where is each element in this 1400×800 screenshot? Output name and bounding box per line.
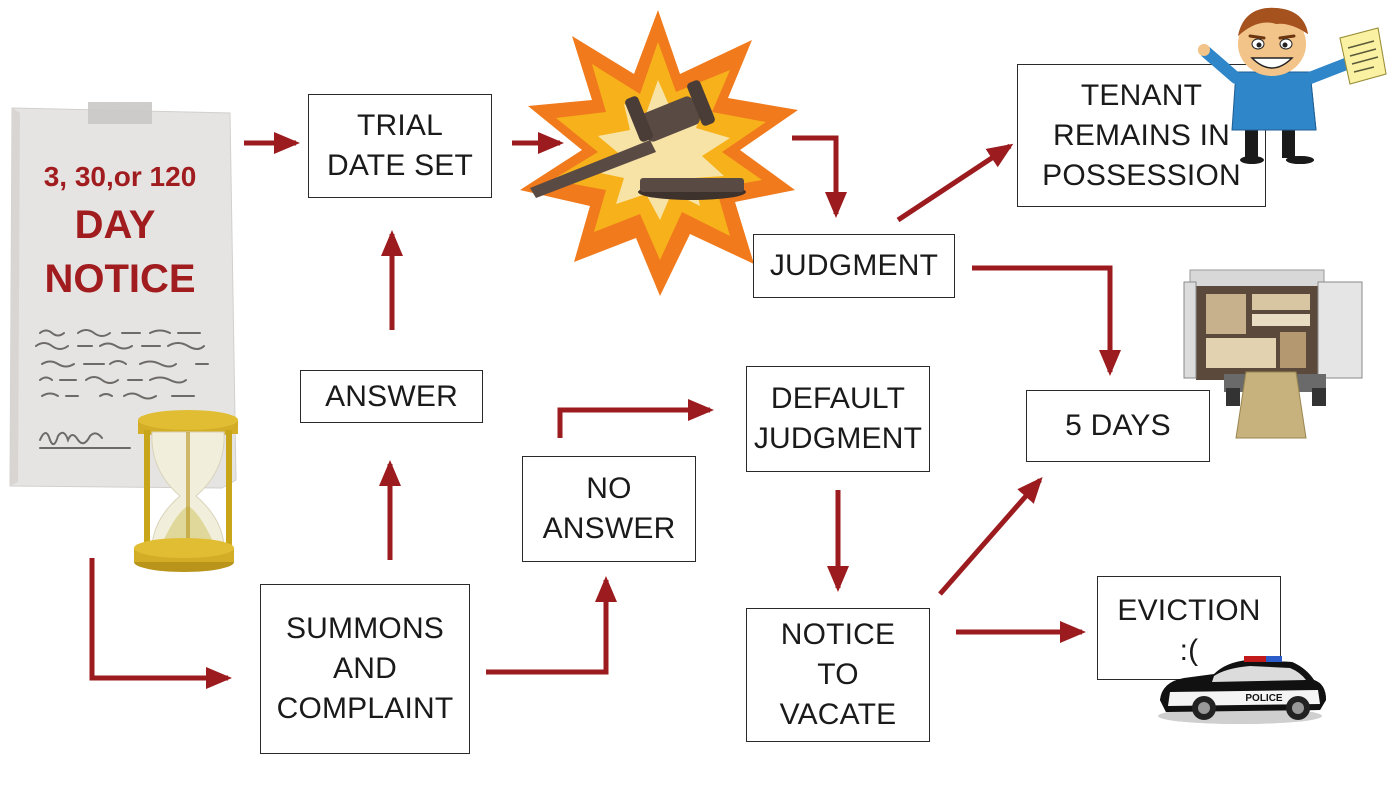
moving-truck-icon [1183, 269, 1363, 439]
box-default-judgment: DEFAULT JUDGMENT [746, 366, 930, 472]
box-trial-date-set: TRIAL DATE SET [308, 94, 492, 198]
tape-strip [88, 102, 152, 124]
box-text-line: 5 DAYS [1065, 409, 1171, 442]
arrow-gavel-to-judgment [792, 135, 847, 218]
notice-day-text: DAY [75, 203, 156, 247]
box-text-line: VACATE [779, 698, 897, 731]
box-summons-and-complaint: SUMMONS AND COMPLAINT [260, 584, 470, 754]
box-no-answer: NO ANSWER [522, 456, 696, 562]
arrow-vacate-to-5days [938, 476, 1043, 596]
arrow-summons-to-no-answer [486, 576, 617, 675]
box-text-line: POSSESSION [1042, 158, 1241, 192]
box-text-line: :( [1179, 634, 1199, 667]
arrows [89, 132, 1121, 689]
notice-paper-icon: 3, 30,or 120 DAY NOTICE [9, 102, 237, 489]
scribble-lines [35, 329, 209, 449]
box-text-line: NOTICE [780, 618, 896, 651]
box-notice-to-vacate: NOTICE TO VACATE [746, 608, 930, 742]
box-text-line: DATE SET [326, 149, 474, 182]
box-text-line: JUDGMENT [753, 422, 923, 455]
arrow-judgment-to-tenant [896, 143, 1014, 223]
box-text-line: SUMMONS [285, 612, 445, 645]
arrow-judgment-to-5days [972, 265, 1121, 376]
box-judgment: JUDGMENT [753, 234, 955, 298]
happy-tenant-overlay [1198, 7, 1387, 164]
arrow-notice-to-summons [89, 558, 232, 689]
box-text-line: TENANT [1080, 78, 1203, 112]
arrow-no-answer-to-default [557, 399, 714, 438]
hourglass-icon [134, 410, 238, 572]
box-text-line: ANSWER [542, 512, 676, 545]
box-text-line: DEFAULT [770, 382, 906, 415]
box-tenant-remains-in-possession: TENANT REMAINS IN POSSESSION [1017, 64, 1266, 207]
box-5-days: 5 DAYS [1026, 390, 1210, 462]
gavel-icon [530, 80, 746, 200]
notice-title-text: NOTICE [44, 257, 195, 301]
box-text-line: TRIAL [356, 109, 443, 142]
box-text-line: COMPLAINT [276, 692, 454, 725]
box-text-line: EVICTION [1117, 594, 1261, 627]
police-car-overlay: POLICE [1158, 656, 1326, 724]
box-text-line: JUDGMENT [769, 249, 939, 282]
box-text-line: TO [817, 658, 859, 691]
box-text-line: NO [586, 472, 632, 505]
explosion-icon [520, 10, 798, 296]
notice-days-text: 3, 30,or 120 [44, 161, 197, 192]
box-text-line: AND [333, 652, 397, 685]
police-label-overlay: POLICE [1245, 693, 1283, 704]
box-text-line: REMAINS IN [1052, 118, 1230, 152]
box-answer: ANSWER [300, 370, 483, 423]
box-text-line: ANSWER [325, 379, 458, 413]
